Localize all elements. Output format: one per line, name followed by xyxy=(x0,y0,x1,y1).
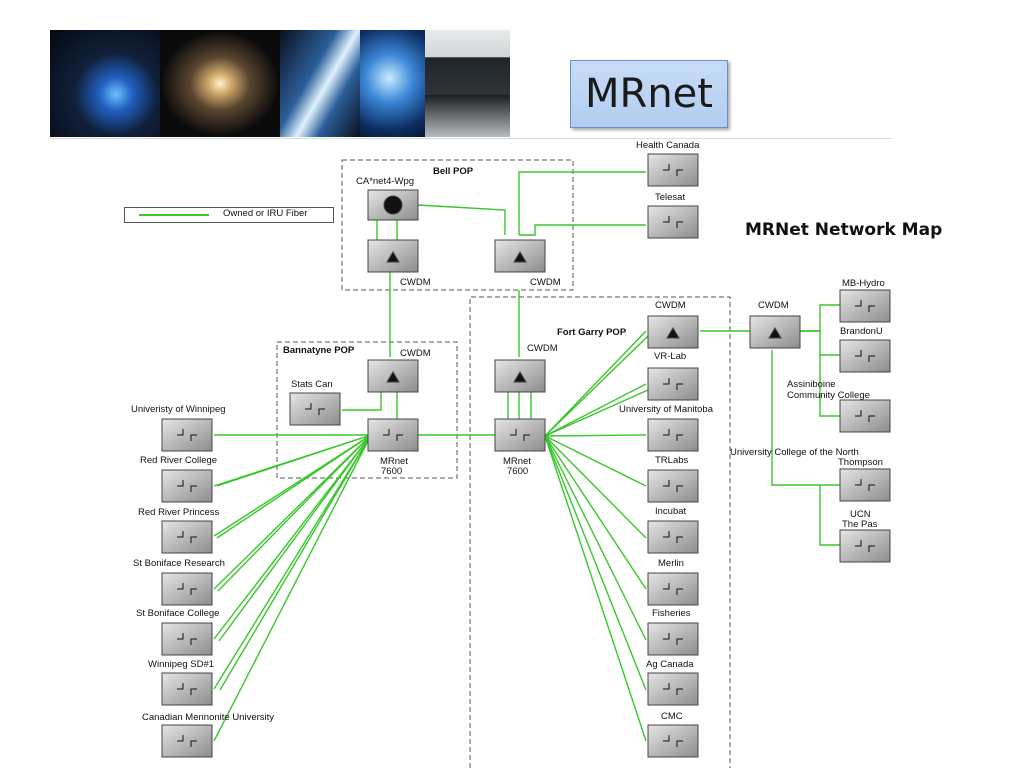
label-vr-lab: VR-Lab xyxy=(654,351,686,362)
map-title: MRNet Network Map xyxy=(745,220,943,240)
label-telesat: Telesat xyxy=(655,192,685,203)
switch-merlin xyxy=(647,572,699,606)
switch-u-manitoba xyxy=(647,418,699,452)
banner-image-datacenter xyxy=(425,30,510,137)
switch-ucn-pas xyxy=(839,529,891,563)
switch-acc xyxy=(839,399,891,433)
switch-mb-hydro xyxy=(839,289,891,323)
label-trlabs: TRLabs xyxy=(655,455,689,466)
switch-rrp xyxy=(161,520,213,554)
devices xyxy=(161,153,891,758)
switch-brandon-u xyxy=(839,339,891,373)
legend-label: Owned or IRU Fiber xyxy=(223,208,308,219)
switch-cmu xyxy=(161,724,213,758)
bannatyne-pop-boundary xyxy=(276,341,458,479)
switch-stats-can xyxy=(289,392,341,426)
label-red-river-princess: Red River Princess xyxy=(138,507,220,518)
label-acc-2: Community College xyxy=(787,390,870,401)
label-cmc: CMC xyxy=(661,711,683,722)
label-merlin: Merlin xyxy=(658,558,684,569)
banner-image-fiber xyxy=(360,30,425,137)
label-fg-cwdm-top: CWDM xyxy=(655,300,686,311)
label-mb-hydro: MB-Hydro xyxy=(842,278,885,289)
label-incubat: Incubat xyxy=(655,506,687,517)
label-canet4: CA*net4-Wpg xyxy=(356,176,414,187)
label-st-boniface-research: St Boniface Research xyxy=(133,558,225,569)
router-mrnet-bannatyne xyxy=(367,418,419,452)
label-ucn-2: The Pas xyxy=(842,519,878,530)
switch-cmc xyxy=(647,724,699,758)
banner-images xyxy=(50,30,510,137)
label-brandon-cwdm: CWDM xyxy=(758,300,789,311)
banner-image-light xyxy=(50,30,160,137)
label-mrnet-fg-1: MRnet xyxy=(503,456,531,467)
label-winnipeg-sd1: Winnipeg SD#1 xyxy=(148,659,214,670)
label-bell-pop: Bell POP xyxy=(433,166,474,177)
switch-health-canada xyxy=(647,153,699,187)
label-ucnt-2: Thompson xyxy=(838,457,883,468)
slide-title: MRnet xyxy=(570,60,728,128)
label-ucnt-1: University College of the North xyxy=(730,447,859,458)
fort-garry-pop-boundary xyxy=(469,296,731,768)
label-fort-garry-pop: Fort Garry POP xyxy=(557,327,627,338)
label-red-river-college: Red River College xyxy=(140,455,217,466)
label-bell-cwdm-left: CWDM xyxy=(400,277,431,288)
cwdm-brandon xyxy=(749,315,801,349)
legend-fiber-line xyxy=(139,214,209,216)
label-bannatyne-pop: Bannatyne POP xyxy=(283,345,355,356)
cwdm-fort-garry-top xyxy=(647,315,699,349)
switch-sbr xyxy=(161,572,213,606)
switch-telesat xyxy=(647,205,699,239)
label-mrnet-bannatyne-2: 7600 xyxy=(381,466,402,477)
banner-image-galaxy xyxy=(160,30,280,137)
switch-vr-lab xyxy=(647,367,699,401)
label-acc-1: Assiniboine xyxy=(787,379,836,390)
switch-rrc xyxy=(161,469,213,503)
switch-ag-canada xyxy=(647,672,699,706)
label-bell-cwdm-right: CWDM xyxy=(530,277,561,288)
switch-u-winnipeg xyxy=(161,418,213,452)
banner-image-dna xyxy=(280,30,360,137)
label-cmu: Canadian Mennonite University xyxy=(142,712,274,723)
label-st-boniface-college: St Boniface College xyxy=(136,608,219,619)
label-mrnet-fg-2: 7600 xyxy=(507,466,528,477)
label-u-winnipeg: Univeristy of Winnipeg xyxy=(131,404,226,415)
legend: Owned or IRU Fiber xyxy=(124,207,334,223)
globe-icon xyxy=(383,195,403,215)
label-bannatyne-cwdm: CWDM xyxy=(400,348,431,359)
switch-ucn-thompson xyxy=(839,468,891,502)
label-fisheries: Fisheries xyxy=(652,608,691,619)
label-brandon-u: BrandonU xyxy=(840,326,883,337)
label-fg-cwdm-left: CWDM xyxy=(527,343,558,354)
switch-incubat xyxy=(647,520,699,554)
label-mrnet-bannatyne-1: MRnet xyxy=(380,456,408,467)
label-ucn-1: UCN xyxy=(850,509,871,520)
switch-fisheries xyxy=(647,622,699,656)
switch-sbc xyxy=(161,622,213,656)
label-health-canada: Health Canada xyxy=(636,140,700,151)
router-mrnet-fort-garry xyxy=(494,418,546,452)
label-u-manitoba: University of Manitoba xyxy=(619,404,714,415)
header-divider xyxy=(50,138,892,139)
switch-icons xyxy=(177,164,875,747)
label-stats-can: Stats Can xyxy=(291,379,333,390)
switch-trlabs xyxy=(647,469,699,503)
fiber-links xyxy=(213,171,840,742)
label-ag-canada: Ag Canada xyxy=(646,659,694,670)
switch-wsd xyxy=(161,672,213,706)
